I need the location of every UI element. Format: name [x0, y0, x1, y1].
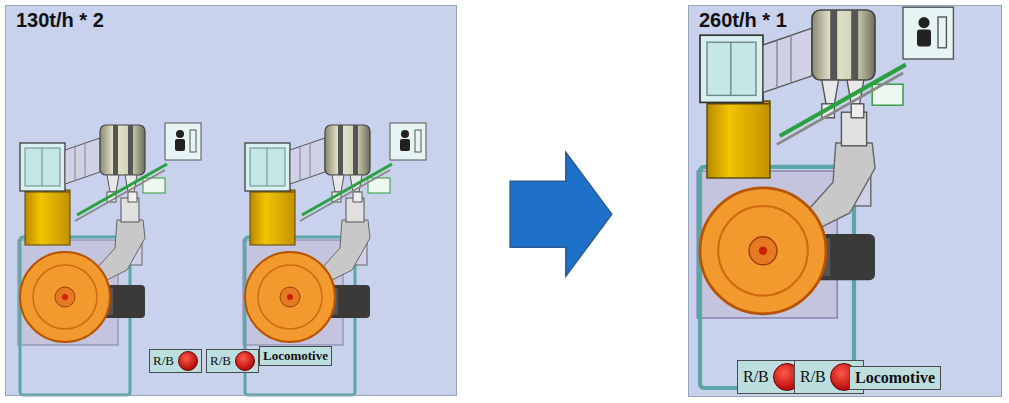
rb-label: R/B: [800, 368, 826, 386]
rb-label: R/B: [210, 353, 231, 369]
red-signal-dot: [235, 351, 255, 371]
red-signal-dot: [178, 351, 198, 371]
rb-label: R/B: [743, 368, 769, 386]
rb-label: R/B: [153, 353, 174, 369]
block-arrow: [510, 152, 612, 276]
plant-panel: 130t/h * 2 R/B R/B Locomotive: [5, 5, 457, 396]
rb-box: R/B: [206, 349, 259, 373]
rb-box: R/B: [149, 349, 202, 373]
locomotive-box: Locomotive: [259, 346, 332, 366]
capacity-title: 260t/h * 1: [699, 9, 787, 32]
locomotive-label: Locomotive: [263, 348, 328, 364]
locomotive-label: Locomotive: [855, 369, 935, 387]
locomotive-box: Locomotive: [849, 366, 941, 390]
capacity-title: 130t/h * 2: [16, 9, 104, 32]
plant-panel: 260t/h * 1 R/B R/B Locomotive: [688, 5, 1002, 397]
